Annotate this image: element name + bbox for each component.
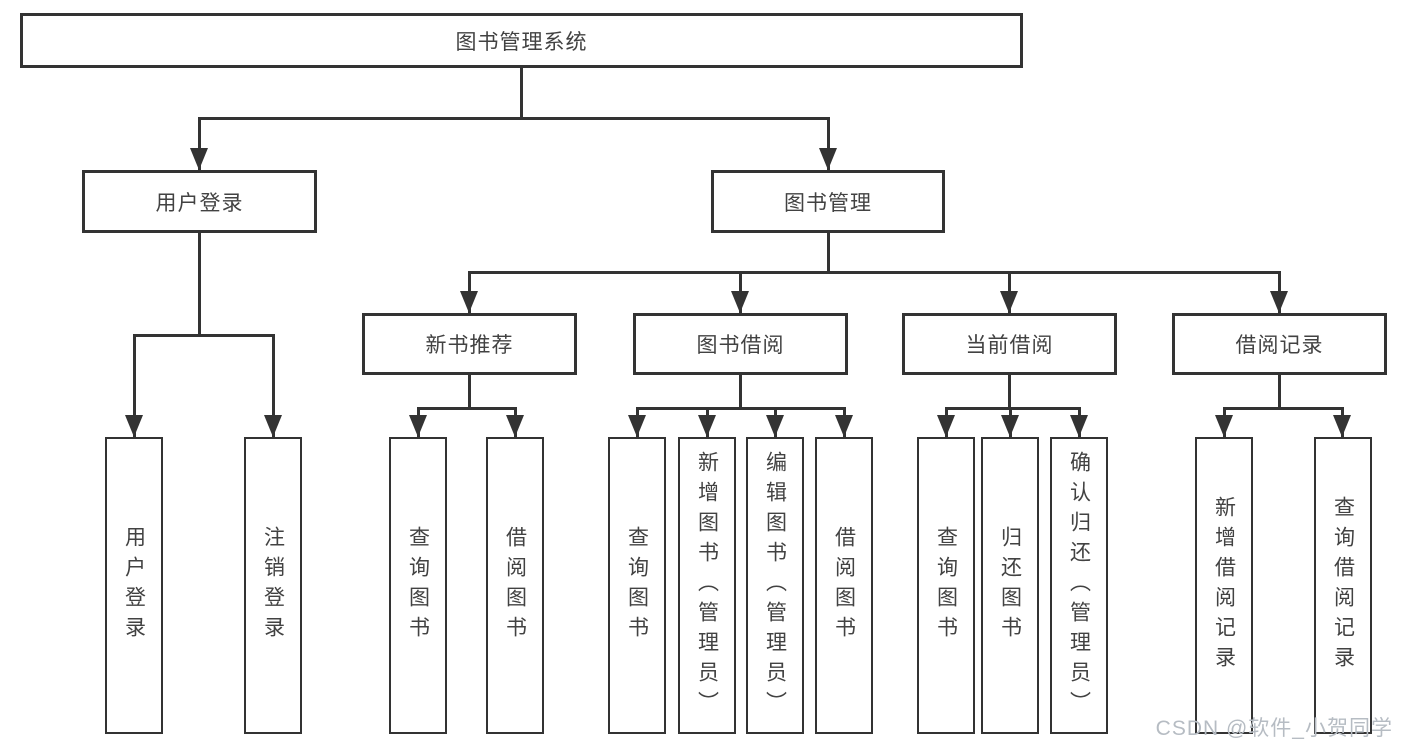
leaf-logout-label: 注销登录 <box>261 525 285 646</box>
arrowhead-down-icon <box>506 415 524 437</box>
leaf-confirm-return-admin: 确认归还（管理员） <box>1050 437 1108 734</box>
node-book-mgmt: 图书管理 <box>711 170 945 233</box>
connector-drop-login-leaf <box>133 334 136 437</box>
leaf-add-books-admin-label: 新增图书（管理员） <box>695 450 719 721</box>
leaf-add-borrow-record: 新增借阅记录 <box>1195 437 1253 734</box>
connector-user-login-rail <box>133 334 275 337</box>
leaf-query-books-newbooks: 查询图书 <box>389 437 447 734</box>
arrowhead-down-icon <box>698 415 716 437</box>
connector-records-stem <box>1278 373 1281 409</box>
leaf-logout: 注销登录 <box>244 437 302 734</box>
arrowhead-down-icon <box>819 148 837 170</box>
connector-borrowing-stem <box>739 373 742 409</box>
connector-borrowing-rail <box>636 407 844 410</box>
arrowhead-down-icon <box>1270 291 1288 313</box>
arrowhead-down-icon <box>937 415 955 437</box>
leaf-user-login: 用户登录 <box>105 437 163 734</box>
node-new-books: 新书推荐 <box>362 313 577 375</box>
leaf-query-borrow-record: 查询借阅记录 <box>1314 437 1372 734</box>
node-current-borrow-label: 当前借阅 <box>965 334 1054 357</box>
leaf-borrow-books-newbooks: 借阅图书 <box>486 437 544 734</box>
connector-drop-book-mgmt <box>827 117 830 170</box>
leaf-query-borrow-record-label: 查询借阅记录 <box>1331 495 1355 676</box>
arrowhead-down-icon <box>409 415 427 437</box>
node-new-books-label: 新书推荐 <box>425 334 514 357</box>
arrowhead-down-icon <box>835 415 853 437</box>
arrowhead-down-icon <box>460 291 478 313</box>
node-borrow-records: 借阅记录 <box>1172 313 1387 375</box>
connector-current-stem <box>1008 373 1011 409</box>
arrowhead-down-icon <box>1001 415 1019 437</box>
connector-drop-logout-leaf <box>272 334 275 437</box>
leaf-query-books-label: 查询图书 <box>625 525 649 646</box>
arrowhead-down-icon <box>125 415 143 437</box>
node-root-library-system: 图书管理系统 <box>20 13 1023 68</box>
connector-records-rail <box>1223 407 1343 410</box>
leaf-return-books-label: 归还图书 <box>998 525 1022 646</box>
leaf-borrow-books-label: 借阅图书 <box>832 525 856 646</box>
leaf-borrow-books-borrowing: 借阅图书 <box>815 437 873 734</box>
arrowhead-down-icon <box>190 148 208 170</box>
leaf-query-books-borrowing: 查询图书 <box>608 437 666 734</box>
connector-level2-rail <box>198 117 830 120</box>
node-borrow-records-label: 借阅记录 <box>1235 334 1324 357</box>
connector-new-books-stem <box>468 373 471 409</box>
connector-new-books-rail <box>417 407 516 410</box>
leaf-add-books-admin: 新增图书（管理员） <box>678 437 736 734</box>
node-root-label: 图书管理系统 <box>455 30 588 54</box>
connector-book-mgmt-stem <box>827 231 830 273</box>
leaf-return-books: 归还图书 <box>981 437 1039 734</box>
node-borrowing: 图书借阅 <box>633 313 848 375</box>
leaf-add-borrow-record-label: 新增借阅记录 <box>1212 495 1236 676</box>
arrowhead-down-icon <box>264 415 282 437</box>
node-borrowing-label: 图书借阅 <box>696 334 785 357</box>
connector-user-login-stem <box>198 231 201 335</box>
arrowhead-down-icon <box>766 415 784 437</box>
arrowhead-down-icon <box>628 415 646 437</box>
arrowhead-down-icon <box>1333 415 1351 437</box>
connector-level3-rail <box>468 271 1281 274</box>
leaf-borrow-books-label: 借阅图书 <box>503 525 527 646</box>
arrowhead-down-icon <box>1000 291 1018 313</box>
node-user-login: 用户登录 <box>82 170 317 233</box>
leaf-edit-books-admin-label: 编辑图书（管理员） <box>763 450 787 721</box>
connector-current-rail <box>945 407 1080 410</box>
arrowhead-down-icon <box>731 291 749 313</box>
leaf-query-books-label: 查询图书 <box>934 525 958 646</box>
node-book-mgmt-label: 图书管理 <box>784 191 872 215</box>
csdn-watermark: CSDN @软件_小贺同学 <box>1155 717 1393 740</box>
node-current-borrow: 当前借阅 <box>902 313 1117 375</box>
leaf-edit-books-admin: 编辑图书（管理员） <box>746 437 804 734</box>
connector-drop-user-login <box>198 117 201 170</box>
leaf-confirm-return-admin-label: 确认归还（管理员） <box>1067 450 1091 721</box>
arrowhead-down-icon <box>1070 415 1088 437</box>
leaf-query-books-current: 查询图书 <box>917 437 975 734</box>
leaf-user-login-label: 用户登录 <box>122 525 146 646</box>
leaf-query-books-label: 查询图书 <box>406 525 430 646</box>
node-user-login-label: 用户登录 <box>155 191 244 215</box>
arrowhead-down-icon <box>1215 415 1233 437</box>
connector-root-stem <box>520 66 523 118</box>
